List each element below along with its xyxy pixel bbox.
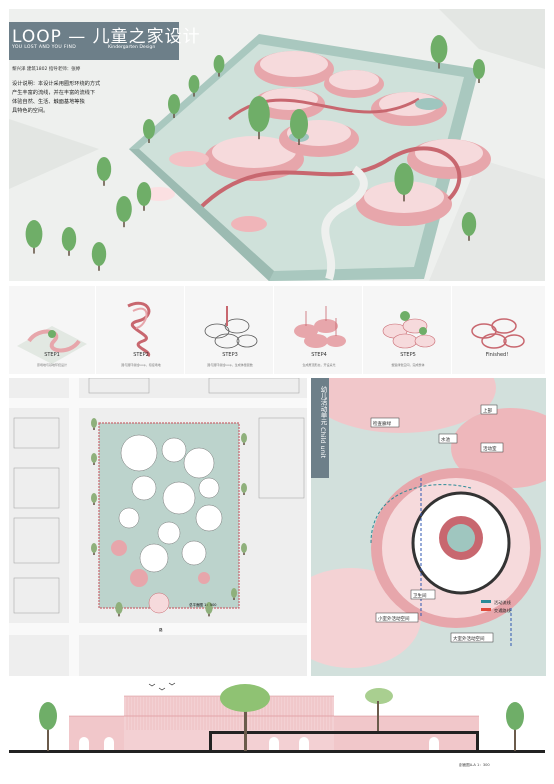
site-plan-drawing: 总平面图 1：500 路: [9, 378, 307, 676]
trees: [25, 35, 485, 271]
tree: [143, 119, 155, 139]
road-label: 路: [159, 627, 163, 632]
tree: [213, 55, 225, 73]
step-finished: Finished!: [454, 286, 540, 374]
tree: [136, 182, 152, 206]
step-caption: 原场地与基地环绕设计: [36, 363, 67, 367]
tree: [116, 196, 132, 222]
tree: [473, 59, 485, 79]
hero-axonometric: [9, 9, 545, 281]
label-toilet: 卫生间: [413, 592, 427, 599]
design-steps: STEP1 原场地与基地环绕设计 STEP2 圆与圆环叠加loop，衔接场地 S…: [9, 286, 545, 374]
legend-item: 活动流线: [494, 599, 512, 606]
step-4-diagram: [294, 306, 346, 348]
label-small-activity: 小室外活动空间: [378, 615, 410, 622]
site-plan: 总平面图 1：500 路: [9, 378, 307, 676]
step-label: STEP5: [400, 352, 416, 358]
tree: [430, 35, 448, 63]
tree: [168, 94, 180, 114]
step-caption: 圆与圆环叠加loop，生成体量层数: [207, 363, 253, 367]
tree: [290, 109, 308, 139]
tree: [91, 242, 107, 266]
step-caption: 生成屋顶形态，开设采光: [302, 363, 336, 367]
step-1-diagram: [17, 326, 87, 364]
authors: 黎兴泽 建筑1802 指导老师：张婷: [12, 67, 81, 72]
child-unit-drawing: 幼儿活动单元 Child unit 检查廊绿 水池 活动室 上部 卫生间 小室外…: [311, 378, 546, 676]
title-box: [9, 22, 179, 60]
label-corridor-space: 检查廊绿: [373, 420, 391, 427]
design-description: 设计说明：本设计采用圈形环绕的方式 产生丰富的流线，并在丰富的流线下 体验自然、…: [12, 80, 162, 116]
label-classroom: 活动室: [483, 445, 497, 452]
description-line: 具特色的空间。: [12, 108, 49, 114]
tree: [25, 220, 43, 248]
section-scale: 剖面图A-A 1：300: [459, 762, 490, 767]
tree: [394, 163, 414, 195]
step-label: STEP2: [133, 352, 149, 358]
label-large-activity: 大室外活动空间: [453, 635, 485, 642]
step-2: STEP2 圆与圆环叠加loop，衔接场地: [98, 286, 185, 374]
step-3: STEP3 圆与圆环叠加loop，生成体量层数: [187, 286, 274, 374]
step-label: STEP4: [311, 352, 327, 358]
description-line: 体验自然、生活、触面基地等独: [12, 99, 85, 105]
step-caption: 圆与圆环叠加loop，衔接场地: [121, 363, 161, 367]
tree: [241, 433, 247, 443]
legend-item: 交通路线: [494, 607, 512, 614]
step-5: STEP5 塑造绿色空间，完成整体: [365, 286, 452, 374]
tree: [91, 418, 97, 428]
section-elevation: 剖面图A-A 1：300: [9, 676, 545, 776]
tree: [241, 483, 247, 493]
step-label: STEP1: [44, 352, 60, 358]
section-trees: [39, 684, 524, 751]
description-line: 设计说明：本设计采用圈形环绕的方式: [12, 81, 101, 87]
finished-diagram: [471, 318, 525, 349]
site-trees: [91, 418, 247, 617]
tree: [91, 453, 97, 463]
step-label: STEP3: [222, 352, 238, 358]
step-1: STEP1 原场地与基地环绕设计: [9, 286, 96, 374]
tree: [241, 543, 247, 553]
page-subtitle: YOU LOST AND YOU FIND: [12, 45, 77, 50]
tree: [96, 157, 112, 181]
site-plan-scale: 总平面图 1：500: [189, 602, 217, 607]
unit-legend: 活动流线 交通路线: [481, 599, 512, 614]
tree: [61, 227, 77, 251]
unit-vertical-title: 幼儿活动单元 Child unit: [319, 385, 327, 459]
tree: [115, 602, 123, 614]
tree: [231, 588, 237, 598]
page-title: LOOP — 儿童之家设计: [12, 27, 201, 47]
step-caption: 塑造绿色空间，完成整体: [391, 363, 425, 367]
tree: [91, 543, 97, 553]
tree: [205, 602, 213, 614]
section-drawing: 剖面图A-A 1：300: [9, 676, 545, 776]
step-2-diagram: [127, 301, 151, 358]
tree: [461, 212, 477, 236]
label-upper: 上部: [483, 407, 492, 414]
child-unit-plan: 幼儿活动单元 Child unit 检查廊绿 水池 活动室 上部 卫生间 小室外…: [311, 378, 546, 676]
tree: [188, 75, 200, 93]
hero-drawing: [9, 9, 545, 281]
loop-buildings: [197, 51, 491, 226]
tree: [248, 96, 270, 132]
step-label: Finished!: [485, 352, 509, 358]
label-tub: 水池: [441, 436, 450, 443]
page-subtitle-kindergarten: Kindergarten Design: [108, 45, 156, 50]
step-5-diagram: [382, 311, 436, 349]
tree: [91, 493, 97, 503]
step-3-diagram: [204, 306, 258, 349]
description-line: 产生丰富的流线，并在丰富的流线下: [12, 90, 96, 96]
step-4: STEP4 生成屋顶形态，开设采光: [276, 286, 363, 374]
